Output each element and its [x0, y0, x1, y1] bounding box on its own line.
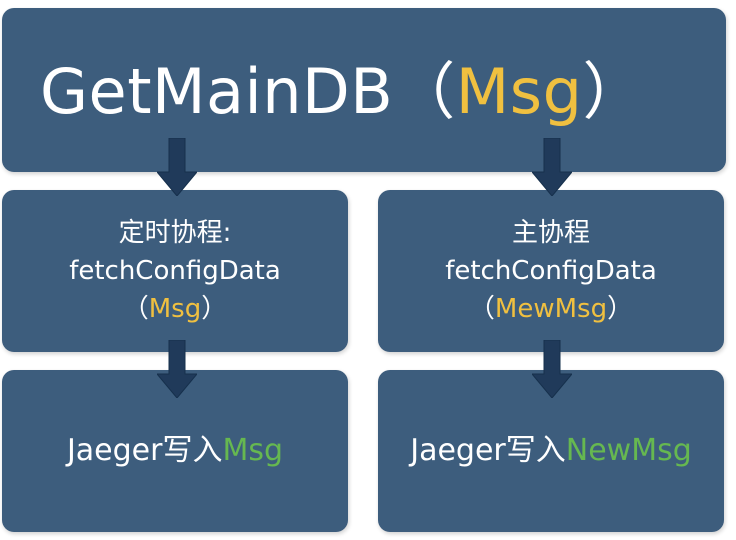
arrow-down-icon: [532, 340, 572, 398]
timer-coroutine-arg: Msg: [148, 294, 202, 324]
getmaindb-close-paren: ）: [582, 55, 645, 128]
main-coroutine-close-paren: ）: [607, 294, 634, 324]
timer-coroutine-box: 定时协程: fetchConfigData （Msg）: [2, 190, 348, 352]
timer-coroutine-func: fetchConfigData: [69, 256, 281, 286]
jaeger-write-msg-prefix: Jaeger写入: [66, 433, 223, 468]
main-coroutine-func: fetchConfigData: [445, 256, 657, 286]
arrow-down-icon: [157, 138, 197, 196]
timer-coroutine-close-paren: ）: [201, 294, 228, 324]
getmaindb-title: GetMainDB（Msg）: [40, 52, 645, 132]
timer-coroutine-label: 定时协程:: [118, 218, 232, 248]
jaeger-write-newmsg-target: NewMsg: [565, 433, 692, 468]
main-coroutine-arg: MewMsg: [494, 294, 608, 324]
jaeger-write-msg-box: Jaeger写入Msg: [2, 370, 348, 532]
getmaindb-open-paren: （: [393, 55, 456, 128]
main-coroutine-label: 主协程: [511, 218, 590, 248]
main-coroutine-open-paren: （: [468, 294, 495, 324]
jaeger-write-msg-text: Jaeger写入Msg: [67, 431, 283, 471]
timer-coroutine-open-paren: （: [122, 294, 149, 324]
jaeger-write-newmsg-prefix: Jaeger写入: [410, 433, 566, 468]
getmaindb-box: GetMainDB（Msg）: [2, 8, 726, 172]
getmaindb-arg: Msg: [455, 55, 583, 128]
main-coroutine-box: 主协程 fetchConfigData （MewMsg）: [378, 190, 724, 352]
jaeger-write-newmsg-text: Jaeger写入NewMsg: [410, 431, 692, 471]
arrow-down-icon: [157, 340, 197, 398]
jaeger-write-msg-target: Msg: [222, 433, 284, 468]
arrow-down-icon: [532, 138, 572, 196]
getmaindb-func-name: GetMainDB: [40, 55, 394, 128]
main-coroutine-arg-line: （MewMsg）: [469, 290, 633, 328]
timer-coroutine-arg-line: （Msg）: [123, 290, 228, 328]
